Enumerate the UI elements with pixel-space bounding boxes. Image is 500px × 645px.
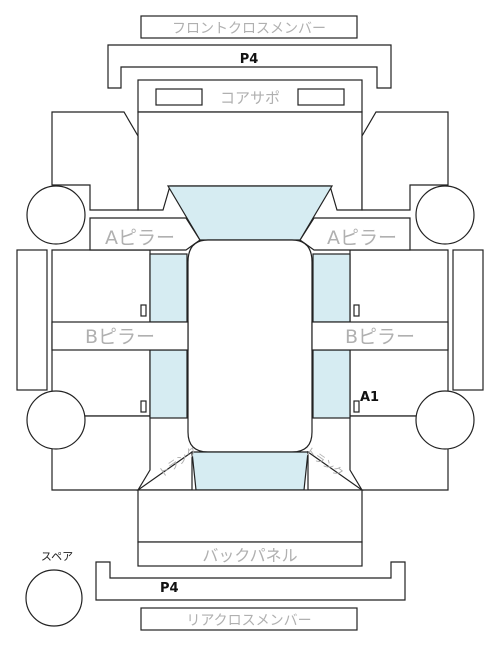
rear-cross-member-box	[140, 607, 358, 631]
right-rear-window	[312, 349, 351, 419]
front-right-wheel	[415, 185, 475, 245]
left-front-fender	[51, 111, 139, 211]
core-support-left-slot	[155, 88, 203, 106]
left-a-pillar-label: Aピラー	[105, 227, 175, 249]
right-b-pillar-label: Bピラー	[345, 326, 415, 348]
left-b-pillar	[51, 321, 189, 351]
spare-tire	[25, 569, 83, 627]
right-a-pillar-label: Aピラー	[327, 227, 397, 249]
rear-cross-member-label: リアクロスメンバー	[186, 613, 311, 629]
rear-window	[191, 451, 309, 491]
front-p4-bracket	[107, 44, 392, 89]
left-front-window	[149, 253, 188, 323]
back-panel	[137, 541, 363, 567]
left-rear-door-handle	[140, 400, 147, 413]
windshield	[166, 185, 334, 241]
front-cross-member-label: フロントクロスメンバー	[172, 21, 326, 37]
front-left-wheel	[26, 185, 86, 245]
right-rear-door-handle	[353, 400, 360, 413]
right-side-mirror	[452, 249, 484, 391]
front-cross-member-box	[140, 15, 358, 39]
spare-label: スペア	[41, 550, 73, 563]
front-grade-label: P4	[240, 52, 259, 67]
rear-grade-label: P4	[160, 581, 179, 596]
core-support-label: コアサポ	[220, 89, 280, 107]
rear-p4-bracket	[95, 561, 406, 601]
marker-grade-label: A1	[360, 390, 379, 405]
rear-right-wheel	[415, 390, 475, 450]
rear-left-wheel	[26, 390, 86, 450]
core-support-right-slot	[297, 88, 345, 106]
right-front-door-handle	[353, 304, 360, 317]
left-side-mirror	[16, 249, 48, 391]
right-b-pillar	[311, 321, 449, 351]
right-front-fender	[361, 111, 449, 211]
left-b-pillar-label: Bピラー	[85, 326, 155, 348]
trunk-lid	[137, 489, 363, 543]
right-front-window	[312, 253, 351, 323]
back-panel-label: バックパネル	[202, 546, 297, 565]
roof	[187, 239, 313, 453]
left-front-door-handle	[140, 304, 147, 317]
left-rear-window	[149, 349, 188, 419]
